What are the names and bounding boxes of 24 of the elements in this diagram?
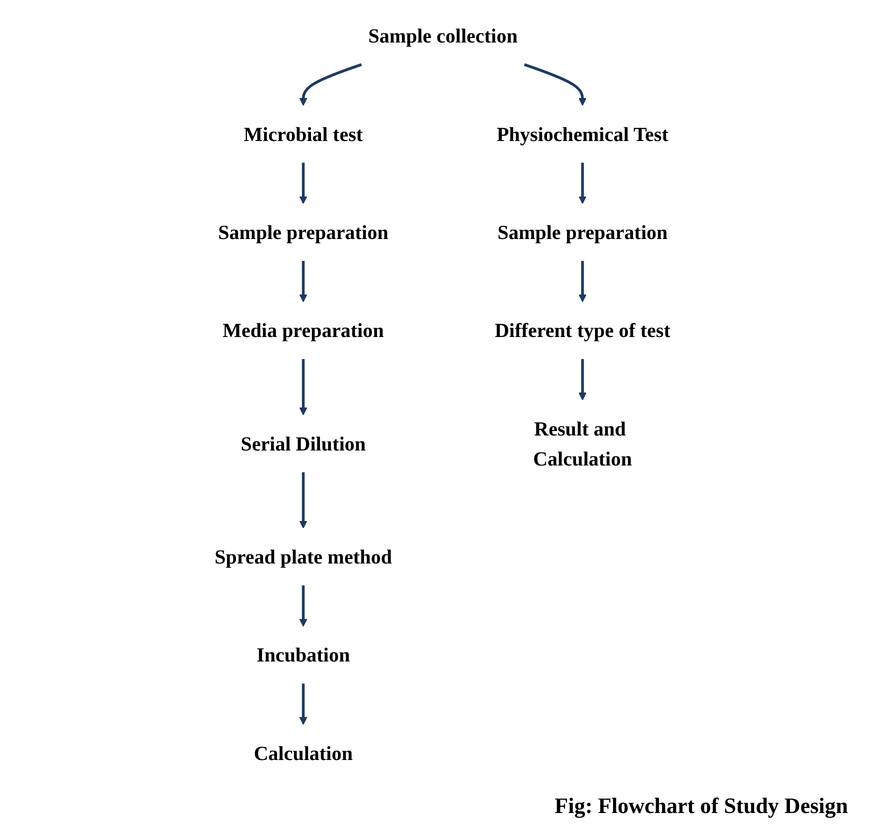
- node-text: Physiochemical Test: [496, 122, 668, 146]
- node-text: Serial Dilution: [240, 432, 366, 455]
- arrow: [299, 684, 308, 725]
- node-text: Sample collection: [368, 24, 518, 48]
- node-text: Calculation: [254, 742, 353, 764]
- arrow: [578, 162, 587, 204]
- node-text: Incubation: [256, 644, 350, 666]
- arrow: [299, 162, 308, 204]
- arrow: [299, 472, 308, 528]
- node-text: Microbial test: [244, 122, 363, 146]
- node-text: Different type of test: [494, 319, 670, 342]
- node-text: Media preparation: [222, 319, 384, 342]
- node-text: Result and Calculation: [533, 417, 632, 470]
- arrow: [299, 359, 308, 416]
- arrow: [524, 63, 587, 106]
- arrow: [578, 359, 587, 400]
- arrow: [299, 63, 362, 106]
- figure-caption: Fig: Flowchart of Study Design: [554, 793, 848, 819]
- node-text: Sample preparation: [497, 220, 668, 244]
- arrow: [299, 585, 308, 627]
- arrow: [578, 260, 587, 302]
- node-text: Sample preparation: [218, 220, 388, 244]
- arrow: [299, 260, 308, 302]
- node-text: Spread plate method: [214, 545, 392, 568]
